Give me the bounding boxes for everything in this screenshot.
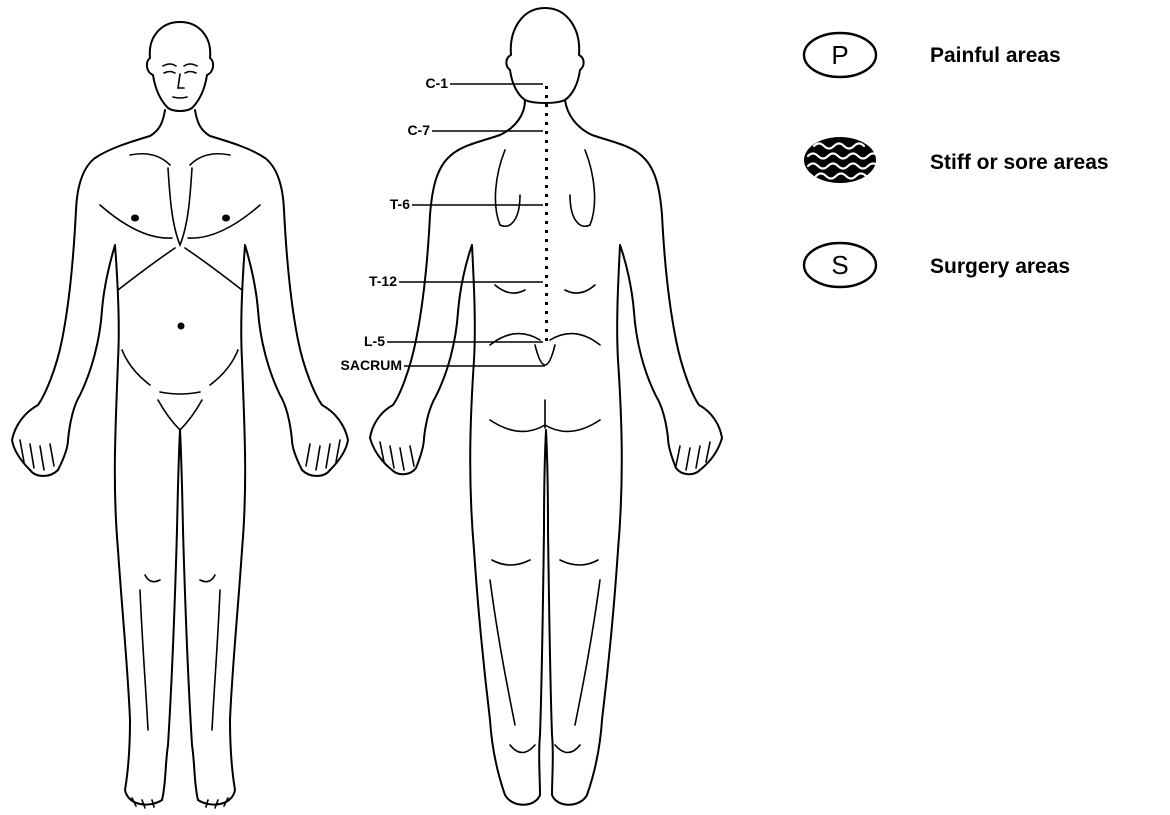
front-groin: [158, 392, 202, 430]
legend: P Painful areas Stiff or sore areas S Su…: [804, 33, 1109, 287]
front-mouth: [173, 97, 187, 98]
spine-level-c1: C-1: [425, 75, 543, 91]
front-knees: [145, 575, 215, 582]
front-navel: [178, 323, 185, 330]
spine-label-t6: T-6: [390, 196, 410, 212]
legend-item-surgery: S Surgery areas: [804, 243, 1070, 287]
front-pectorals: [100, 205, 260, 238]
front-shins: [140, 590, 220, 730]
back-heels: [510, 745, 580, 753]
front-eyes: [164, 72, 196, 74]
back-buttocks: [490, 400, 600, 431]
stiff-label: Stiff or sore areas: [930, 151, 1109, 174]
spine-label-l5: L-5: [364, 333, 385, 349]
spine-label-t12: T-12: [369, 273, 397, 289]
back-sacrum-curve: [535, 345, 555, 365]
front-nipple-right: [222, 215, 230, 222]
legend-item-stiff: Stiff or sore areas: [804, 137, 1109, 183]
front-hips: [122, 350, 238, 385]
front-collarbones: [130, 154, 230, 165]
front-nipple-left: [131, 215, 139, 222]
painful-label: Painful areas: [930, 44, 1061, 67]
front-toes: [132, 798, 228, 808]
painful-symbol-letter: P: [831, 40, 848, 70]
spine-label-sacrum: SACRUM: [341, 357, 402, 373]
spine-level-labels: C-1 C-7 T-6 T-12 L-5 SACRUM: [341, 75, 545, 373]
back-calves: [490, 580, 600, 725]
spine-level-sacrum: SACRUM: [341, 357, 545, 373]
spine-label-c7: C-7: [407, 122, 430, 138]
surgery-symbol-letter: S: [831, 250, 848, 280]
spine-label-c1: C-1: [425, 75, 448, 91]
legend-item-painful: P Painful areas: [804, 33, 1061, 77]
front-sternum: [168, 168, 192, 245]
back-knees: [492, 560, 598, 565]
front-body-outline: [12, 110, 348, 805]
front-eyebrows: [163, 64, 197, 66]
surgery-label: Surgery areas: [930, 255, 1070, 278]
front-ribcage: [118, 248, 242, 290]
spine-dotted-line: [545, 86, 548, 341]
front-body-figure: [12, 22, 348, 808]
front-nose: [178, 74, 184, 88]
spine-level-c7: C-7: [407, 122, 543, 138]
spine-level-t12: T-12: [369, 273, 543, 289]
back-left-hand-fingers: [380, 442, 414, 470]
